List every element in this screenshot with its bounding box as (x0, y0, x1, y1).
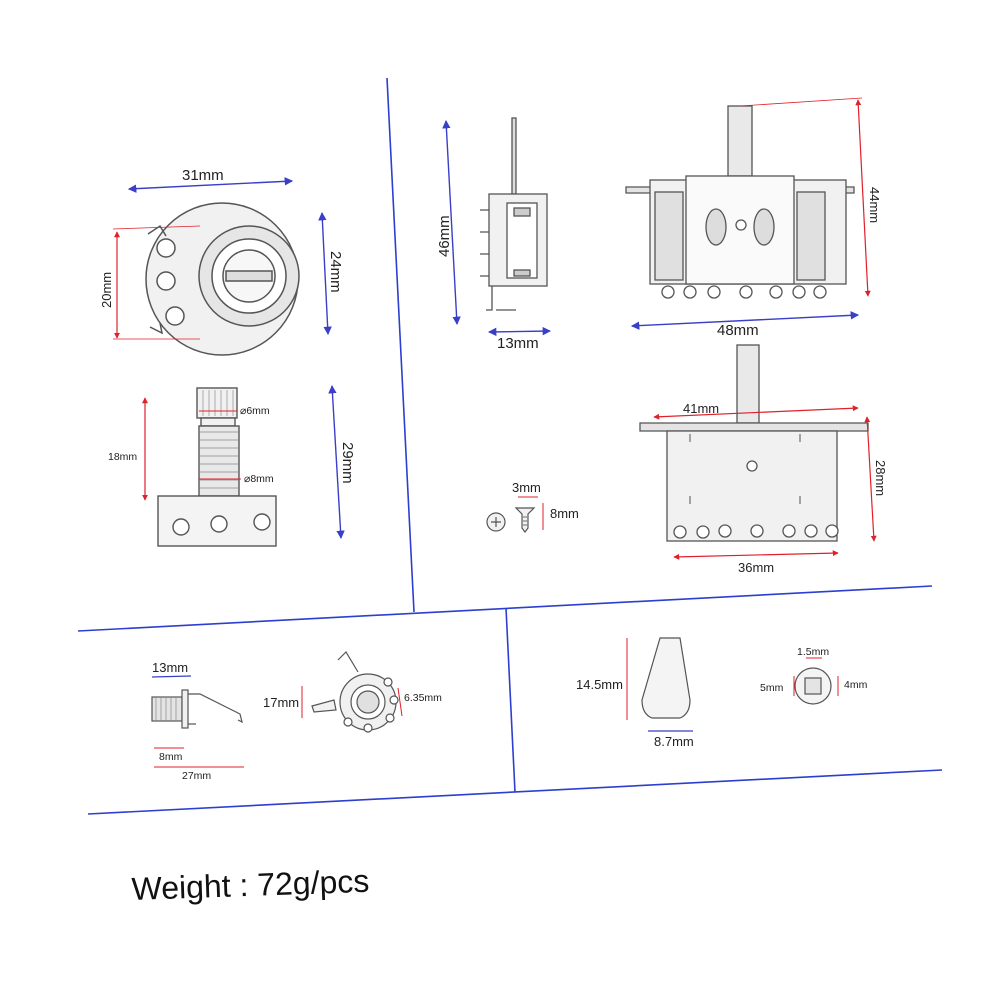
divider-vertical-top (386, 77, 415, 613)
potentiometer-top-view: 31mm 20mm 24mm (99, 167, 344, 356)
dim-label-jack-height: 17mm (263, 695, 299, 710)
jack-front-body (311, 651, 399, 733)
switch-tip-bottom: 1.5mm 5mm 4mm (760, 646, 868, 705)
dim-line-switch-side-width (487, 326, 552, 337)
switch-bottom-body (639, 344, 869, 542)
pot-body (145, 202, 300, 356)
dim-label-screw-length: 8mm (550, 506, 579, 521)
jack-front-view: 17mm 6.35mm (263, 651, 442, 733)
dim-label-tip-hole-right: 4mm (844, 679, 868, 691)
divider-horizontal-middle (77, 585, 933, 632)
dim-label-switch-top-width: 48mm (717, 322, 759, 339)
dim-ext-switch-top-height (739, 97, 863, 107)
dim-label-shaft-d1: ⌀6mm (240, 405, 270, 417)
dim-label-shaft-d2: ⌀8mm (244, 473, 274, 485)
screw-body (514, 507, 536, 533)
jack-side-body (151, 689, 243, 729)
dim-label-switch-bottom-width: 36mm (738, 560, 774, 575)
dim-line-switch-bottom-width (673, 550, 839, 560)
panel-dividers (77, 77, 943, 815)
switch-top-body (625, 105, 855, 299)
dim-line-switch-top-width (630, 311, 860, 330)
dim-label-shaft-length: 18mm (108, 451, 137, 463)
dim-label-switch-side-height: 46mm (436, 215, 453, 257)
switch-tip-hole-icon (794, 667, 832, 705)
dim-label-jack-top: 13mm (152, 660, 188, 675)
switch-bottom-view: 41mm 28mm 36mm (639, 344, 888, 575)
dim-ext-pot-height-top (112, 225, 201, 230)
dim-line-switch-top-height (855, 99, 871, 297)
dim-label-tip-width: 8.7mm (654, 734, 694, 749)
dim-label-jack-hole: 6.35mm (404, 692, 442, 704)
dim-label-switch-side-width: 13mm (497, 335, 539, 352)
dim-label-tip-hole-left: 5mm (760, 682, 784, 694)
dim-label-tip-hole-top: 1.5mm (797, 646, 829, 658)
switch-top-view: 44mm 48mm (625, 97, 882, 339)
dim-line-switch-bottom-plate (653, 405, 859, 420)
dim-label-pot-height: 20mm (99, 272, 114, 308)
dim-label-jack-small: 8mm (159, 751, 183, 763)
divider-vertical-bottom (505, 607, 516, 793)
screw: 3mm 8mm (486, 480, 579, 533)
dim-label-screw-diameter: 3mm (512, 480, 541, 495)
dim-label-switch-bottom-height: 28mm (873, 460, 888, 496)
weight-label: Weight : 72g/pcs (131, 863, 370, 907)
pot-shaft (157, 387, 277, 547)
potentiometer-side-view: 18mm ⌀6mm ⌀8mm 29mm (108, 384, 356, 547)
switch-side-body (480, 117, 548, 311)
dim-line-jack-top (151, 675, 192, 678)
dim-line-shaft-total (328, 384, 345, 540)
dim-label-shaft-total: 29mm (339, 442, 356, 484)
switch-tip-side: 14.5mm 8.7mm (576, 637, 694, 749)
switch-side-view: 46mm 13mm (436, 117, 552, 352)
dim-line-pot-depth (318, 211, 332, 336)
dim-line-pot-width (127, 177, 294, 193)
switch-tip-body (641, 637, 691, 719)
screw-head-icon (486, 512, 506, 532)
dim-label-switch-bottom-plate: 41mm (683, 401, 719, 416)
dim-line-switch-side-height (442, 119, 461, 326)
dim-label-jack-length: 27mm (182, 770, 211, 782)
dim-line-jack-hole (397, 687, 403, 717)
dim-label-tip-height: 14.5mm (576, 677, 623, 692)
dim-label-pot-width: 31mm (182, 167, 224, 184)
dim-label-switch-top-height: 44mm (867, 187, 882, 223)
jack-side-view: 13mm 8mm 27mm (151, 660, 244, 782)
dim-line-switch-bottom-height (864, 416, 877, 542)
dim-label-pot-depth: 24mm (327, 251, 344, 293)
divider-horizontal-bottom (87, 769, 943, 815)
